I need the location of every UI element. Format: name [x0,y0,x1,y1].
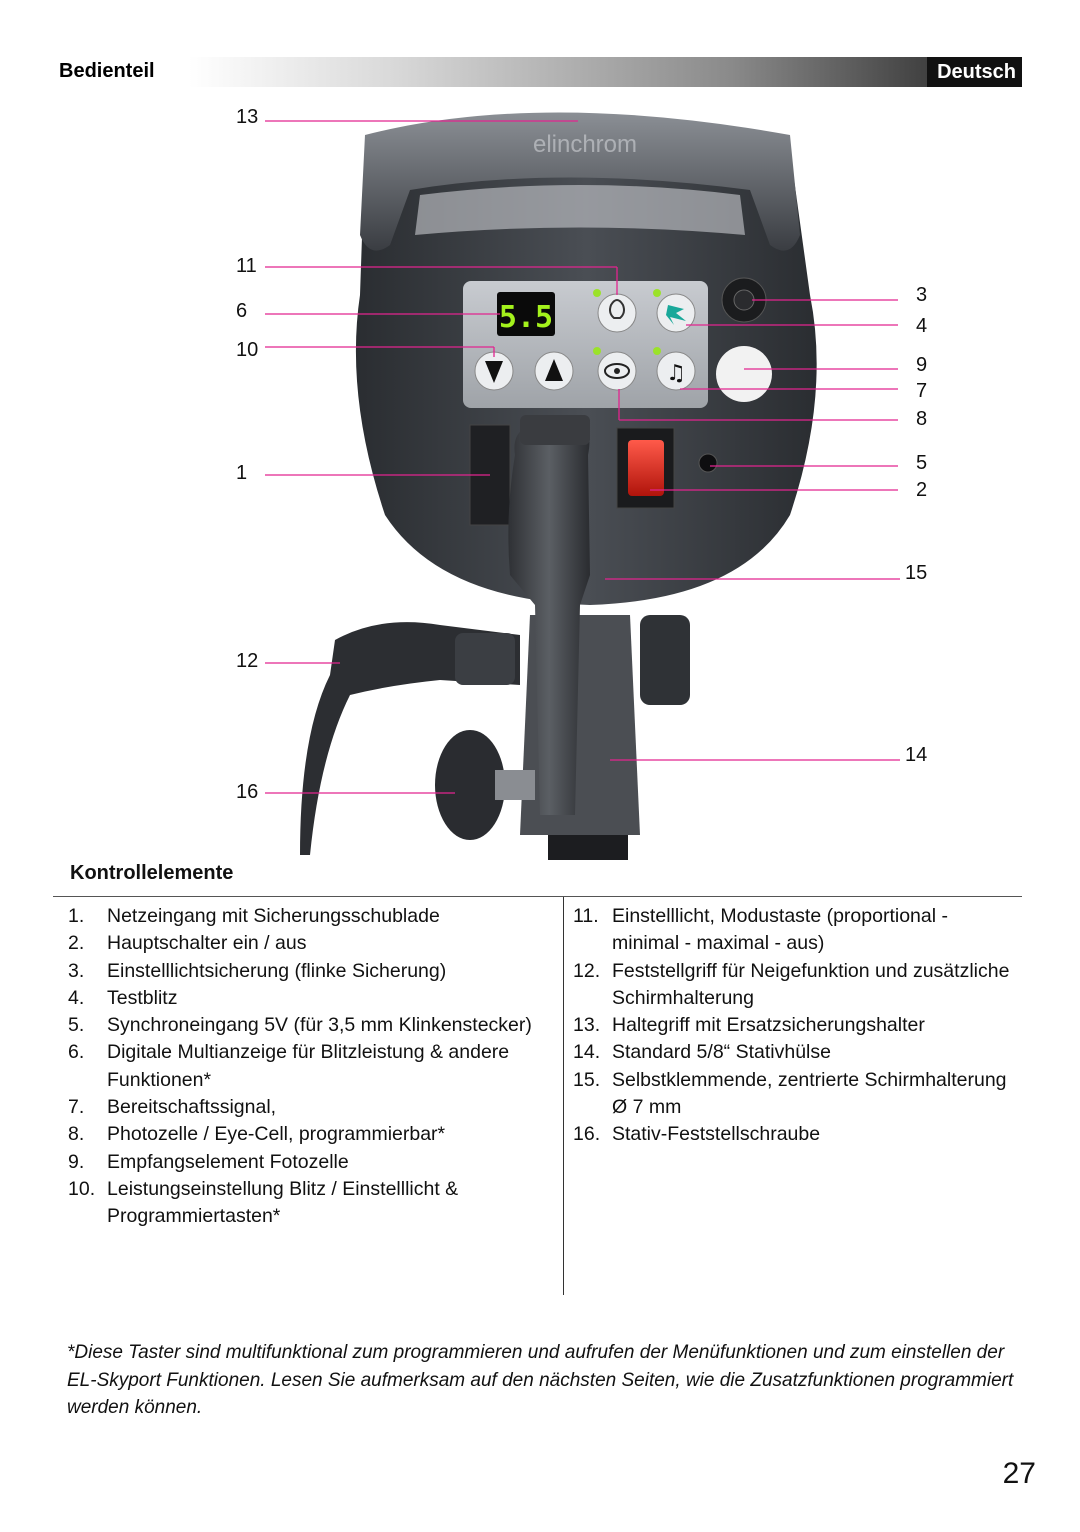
list-item: 4.Testblitz [68,986,178,1009]
footnote: *Diese Taster sind multifunktional zum p… [67,1342,1014,1418]
list-item: 1.Netzeingang mit Sicherungsschublade [68,905,440,927]
callout-7: 7 [916,380,928,402]
eye-icon [604,363,630,379]
test-led [653,289,661,297]
flash-icon [666,305,686,325]
callout-5: 5 [916,452,928,474]
section-title-kontrollelemente: Kontrollelemente [70,862,234,884]
list-item: 15.Selbstklemmende, zentrierte Schirmhal… [573,1068,1007,1119]
stand-screw-knob [435,730,505,840]
list-item: 10.Leistungseinstellung Blitz / Einstell… [68,1177,459,1228]
list-item: 5.Synchroneingang 5V (für 3,5 mm Klinken… [68,1014,532,1037]
right-knob [640,615,690,705]
controls-list-right: 11.Einstelllicht, Modustaste (proportion… [573,903,1013,1149]
page-number: 27 [1002,1457,1036,1490]
list-item: 8.Photozelle / Eye-Cell, programmierbar* [68,1123,446,1146]
callout-11: 11 [236,255,257,277]
eyecell-led [593,347,601,355]
callout-lines [265,120,900,794]
callout-15: 15 [905,562,928,584]
arm-top [520,415,590,445]
flash-unit-figure: elinchrom 5.5 ♫ [0,95,1080,860]
callout-2: 2 [916,479,928,501]
callout-3: 3 [916,284,928,306]
controls-list-left: 1.Netzeingang mit Sicherungsschublade 2.… [68,903,558,1231]
modeling-led [593,289,601,297]
umbrella-holder-arm [508,428,590,815]
callout-8: 8 [916,408,928,430]
carry-handle [360,112,800,251]
list-item: 6.Digitale Multianzeige für Blitzleistun… [68,1041,510,1091]
callout-1: 1 [236,462,248,484]
sound-led [653,347,661,355]
section-header-bar: Bedienteil Deutsch [53,57,1022,87]
callout-6: 6 [236,300,248,322]
language-label: Deutsch [927,57,1022,87]
callout-10: 10 [236,339,259,361]
list-item: 9.Empfangselement Fotozelle [68,1150,349,1173]
callout-14: 14 [905,744,928,766]
list-item: 3.Einstelllichtsicherung (flinke Sicheru… [68,959,447,982]
list-item: 11.Einstelllicht, Modustaste (proportion… [573,905,948,955]
section-title-bedienteil: Bedienteil [59,60,155,82]
column-divider [563,897,564,1295]
display-readout: 5.5 [499,300,553,335]
arrow-up-icon [545,359,563,381]
list-item: 12.Feststellgriff für Neigefunktion und … [573,959,1010,1009]
tilt-knob-grip [455,633,515,685]
arrow-down-icon [485,361,503,383]
list-item: 13.Haltegriff mit Ersatzsicherungshalter [573,1014,925,1037]
flash-unit-illustration: elinchrom 5.5 ♫ [265,112,900,860]
list-item: 7.Bereitschaftssignal, [68,1096,277,1119]
handle-highlight [415,185,745,235]
stand-screw-shaft [495,770,535,800]
callout-4: 4 [916,315,928,337]
list-item: 16.Stativ-Feststellschraube [573,1123,821,1146]
brand-label: elinchrom [533,131,637,158]
section-divider-line [53,896,1022,897]
list-item: 2.Hauptschalter ein / aus [68,932,307,955]
sound-button [656,351,696,391]
callout-12: 12 [236,650,259,672]
callout-16: 16 [236,781,259,803]
sync-jack [698,453,718,473]
callout-13: 13 [236,106,259,128]
digital-display [497,292,555,336]
music-note-icon: ♫ [666,361,686,386]
callout-9: 9 [916,354,928,376]
bulb-icon [609,299,625,319]
list-item: 14.Standard 5/8“ Stativhülse [573,1041,831,1064]
main-switch [628,440,664,496]
photocell-sensor [716,346,772,402]
